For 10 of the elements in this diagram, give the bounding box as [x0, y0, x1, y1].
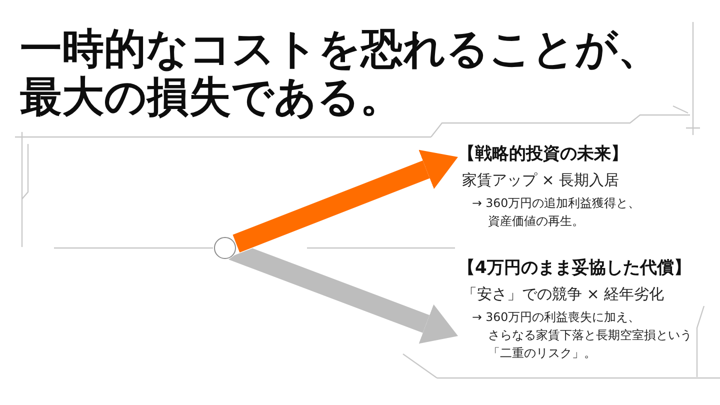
- section-heading: 【4万円のまま妥協した代償】: [458, 257, 691, 280]
- formula-text: 「安さ」での競争 × 経年劣化: [462, 284, 664, 305]
- page-title: 一時的なコストを恐れることが、最大の損失である。: [20, 25, 661, 121]
- section-heading: 【戦略的投資の未来】: [458, 143, 628, 166]
- description-text: → 360万円の追加利益獲得と、資産価値の再生。: [472, 195, 642, 230]
- circle-node: [214, 237, 236, 259]
- formula-text: 家賃アップ × 長期入居: [462, 170, 620, 191]
- arrow: [246, 248, 458, 344]
- description-text: → 360万円の利益喪失に加え、さらなる家賃下落と長期空室損という「二重のリスク」。: [472, 309, 693, 362]
- arrow: [232, 150, 458, 252]
